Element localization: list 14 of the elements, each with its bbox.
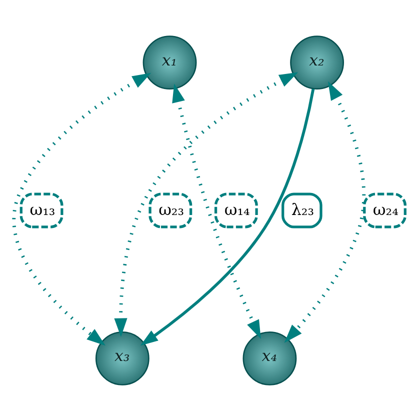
arrow [172, 83, 261, 338]
arrow [284, 80, 366, 342]
edge-label: λ₂₃ [291, 200, 314, 219]
edge-label: ω₂₃ [158, 200, 184, 219]
arrow [140, 88, 315, 346]
node-circle: x₁ [142, 35, 197, 90]
edge-label: ω₁₃ [30, 200, 56, 219]
arrow [12, 72, 152, 346]
node-circle: x₂ [290, 35, 344, 90]
node-circle: x₄ [242, 330, 297, 385]
node-circle: x₃ [95, 330, 150, 385]
arrow [114, 72, 298, 336]
edge-label: ω₁₄ [224, 200, 250, 219]
edge-label: ω₂₄ [372, 200, 398, 219]
